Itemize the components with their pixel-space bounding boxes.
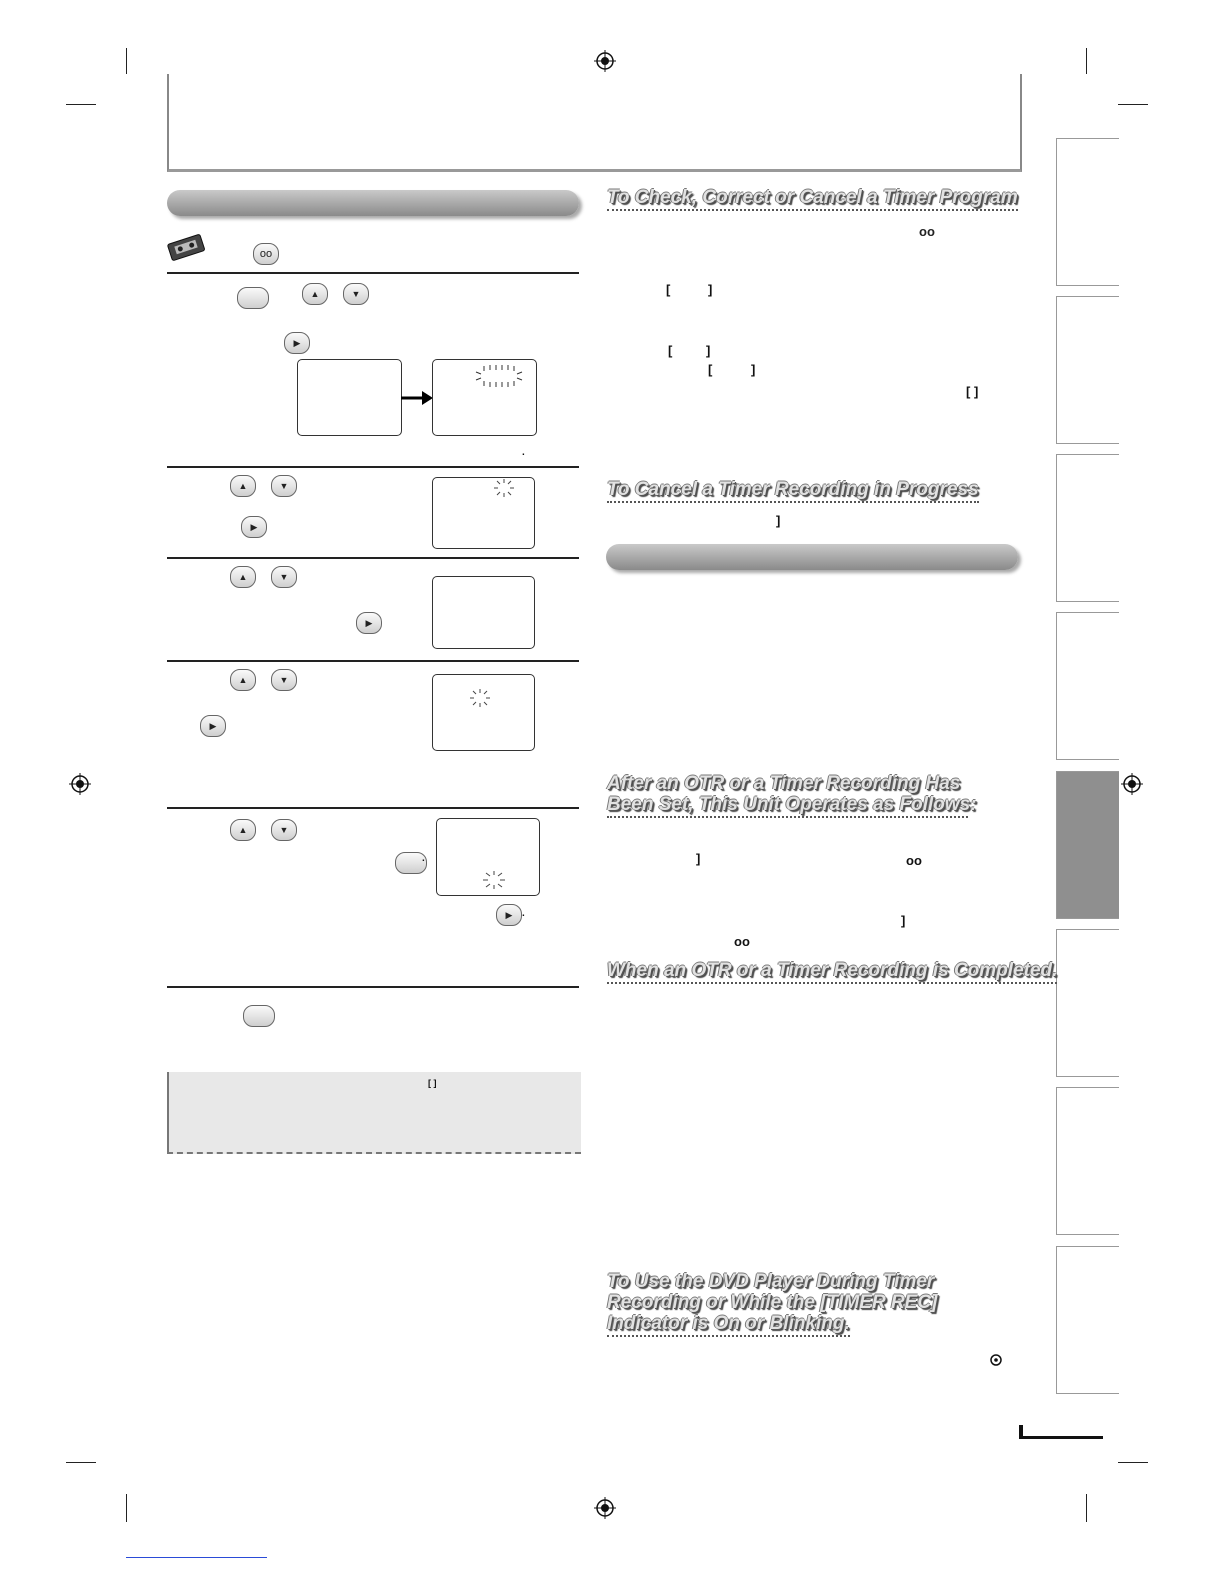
up-arrow-button[interactable]: ▲ bbox=[230, 669, 256, 691]
side-tab[interactable] bbox=[1056, 138, 1119, 286]
crop-mark bbox=[1118, 104, 1148, 105]
bracket-close: ] bbox=[901, 913, 906, 928]
page-number-rule bbox=[1019, 1436, 1103, 1439]
blinking-indicator-icon bbox=[475, 365, 523, 387]
tv-screen-menu bbox=[297, 359, 402, 436]
bracket-close: ] bbox=[696, 851, 701, 866]
heading-after-set-line1: After an OTR or a Timer Recording Has bbox=[607, 773, 961, 794]
menu-button[interactable] bbox=[243, 1005, 275, 1027]
step-divider bbox=[167, 807, 579, 809]
blinking-indicator-icon bbox=[483, 871, 505, 889]
small-dot: . bbox=[522, 908, 525, 919]
step-divider bbox=[167, 272, 579, 274]
down-arrow-button[interactable]: ▼ bbox=[271, 819, 297, 841]
up-arrow-button[interactable]: ▲ bbox=[302, 283, 328, 305]
crop-mark bbox=[1086, 1494, 1087, 1522]
vcr-icon: oo bbox=[906, 853, 922, 868]
side-tab[interactable] bbox=[1056, 1246, 1119, 1394]
step-divider bbox=[167, 557, 579, 559]
down-arrow-button[interactable]: ▼ bbox=[271, 475, 297, 497]
arrow-right-icon bbox=[401, 391, 433, 405]
registration-crosshair-icon bbox=[594, 1497, 616, 1519]
small-dot: . bbox=[522, 447, 525, 458]
heading-cancel-in-progress: To Cancel a Timer Recording in Progress bbox=[607, 479, 979, 503]
blinking-indicator-icon bbox=[470, 689, 490, 707]
footer-link-underline bbox=[126, 1557, 267, 1558]
down-arrow-button[interactable]: ▼ bbox=[343, 283, 369, 305]
registration-crosshair-icon bbox=[1121, 773, 1143, 795]
crop-mark bbox=[126, 1494, 127, 1522]
vcr-icon: oo bbox=[734, 934, 750, 949]
up-arrow-button[interactable]: ▲ bbox=[230, 566, 256, 588]
heading-check-correct-cancel: To Check, Correct or Cancel a Timer Prog… bbox=[607, 187, 1018, 211]
side-tab[interactable] bbox=[1056, 929, 1119, 1077]
vcr-icon: oo bbox=[253, 243, 279, 265]
crop-mark bbox=[1086, 48, 1087, 74]
registration-crosshair-icon bbox=[594, 50, 616, 72]
menu-button[interactable] bbox=[237, 287, 269, 309]
side-tab[interactable] bbox=[1056, 296, 1119, 444]
bracket-fragment: [ ] bbox=[428, 1078, 437, 1088]
enter-button[interactable]: ▶ bbox=[241, 516, 267, 538]
vhs-cassette-icon bbox=[167, 234, 205, 261]
bracket-close: ] bbox=[776, 513, 781, 528]
bracket-close: ] bbox=[751, 362, 756, 377]
heading-dvd-during-line3: Indicator is On or Blinking. bbox=[607, 1313, 850, 1337]
blinking-indicator-icon bbox=[494, 479, 514, 497]
heading-dvd-during-line2: Recording or While the [TIMER REC] bbox=[607, 1292, 938, 1313]
disc-icon bbox=[990, 1354, 1002, 1366]
bracket-open: [ bbox=[708, 362, 713, 377]
section-bar-left bbox=[167, 190, 579, 216]
note-box bbox=[167, 1072, 581, 1154]
crop-mark bbox=[126, 48, 127, 74]
down-arrow-button[interactable]: ▼ bbox=[271, 669, 297, 691]
vcr-icon: oo bbox=[919, 224, 935, 239]
heading-dvd-during-line1: To Use the DVD Player During Timer bbox=[607, 1271, 935, 1292]
tv-screen-step4 bbox=[432, 674, 535, 751]
side-tab[interactable] bbox=[1056, 454, 1119, 602]
enter-button[interactable]: ▶ bbox=[356, 612, 382, 634]
crop-mark bbox=[66, 1462, 96, 1463]
step-divider bbox=[167, 466, 579, 468]
bracket-open: [ bbox=[668, 343, 673, 358]
enter-button[interactable]: ▶ bbox=[200, 715, 226, 737]
crop-mark bbox=[1118, 1462, 1148, 1463]
heading-after-set-line2: Been Set, This Unit Operates as Follows: bbox=[607, 794, 977, 818]
side-tab[interactable] bbox=[1056, 1087, 1119, 1235]
up-arrow-button[interactable]: ▲ bbox=[230, 819, 256, 841]
step-divider bbox=[167, 660, 579, 662]
tv-screen-timer bbox=[432, 359, 537, 436]
tv-screen-step5 bbox=[436, 818, 540, 896]
bracket-open: [ bbox=[666, 282, 671, 297]
tv-screen-step2 bbox=[432, 477, 535, 549]
down-arrow-button[interactable]: ▼ bbox=[271, 566, 297, 588]
page-number-marker bbox=[1019, 1425, 1023, 1439]
enter-button[interactable]: ▶ bbox=[284, 332, 310, 354]
section-bar-right bbox=[606, 544, 1018, 570]
step-divider bbox=[167, 986, 579, 988]
bracket-close: ] bbox=[706, 343, 711, 358]
side-tab[interactable] bbox=[1056, 612, 1119, 760]
up-arrow-button[interactable]: ▲ bbox=[230, 475, 256, 497]
enter-button[interactable]: ▶ bbox=[496, 904, 522, 926]
bracket-pair: [ ] bbox=[966, 384, 979, 399]
tv-screen-step3 bbox=[432, 576, 535, 649]
bracket-close: ] bbox=[708, 282, 713, 297]
registration-crosshair-icon bbox=[69, 773, 91, 795]
crop-mark bbox=[66, 104, 96, 105]
side-tab-active[interactable] bbox=[1056, 771, 1119, 919]
page-header-frame bbox=[167, 74, 1022, 172]
heading-when-completed: When an OTR or a Timer Recording is Comp… bbox=[607, 960, 1058, 984]
timer-button[interactable] bbox=[395, 852, 427, 874]
small-dot: . bbox=[422, 853, 425, 864]
